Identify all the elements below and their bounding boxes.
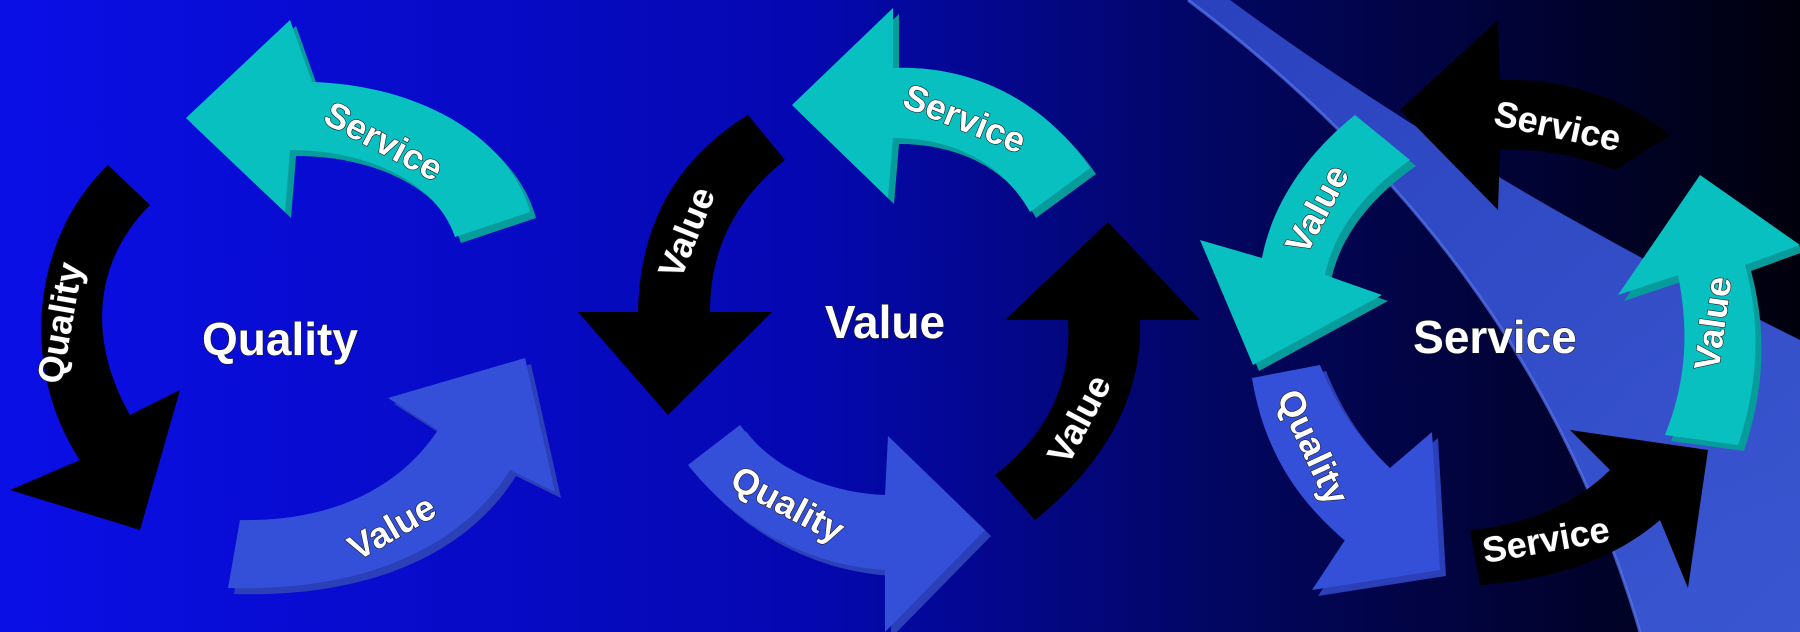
- value-arrow: Value: [228, 358, 561, 595]
- service-arrow: Service: [792, 8, 1096, 218]
- cycle-center-label: Value: [825, 296, 945, 348]
- value-arrow-left: Value: [1200, 115, 1416, 371]
- service-arrow-top: Service: [1400, 20, 1670, 210]
- cycle-center-label: Service: [1413, 311, 1577, 363]
- cycle-center-label: Quality: [202, 313, 358, 365]
- service-arrow-bottom: Service: [1470, 430, 1708, 588]
- value-arrow-right: Value: [995, 222, 1200, 520]
- cycle-service: Service Value Value Service Quality Serv…: [1200, 20, 1800, 596]
- value-arrow-right: Value: [1618, 175, 1800, 451]
